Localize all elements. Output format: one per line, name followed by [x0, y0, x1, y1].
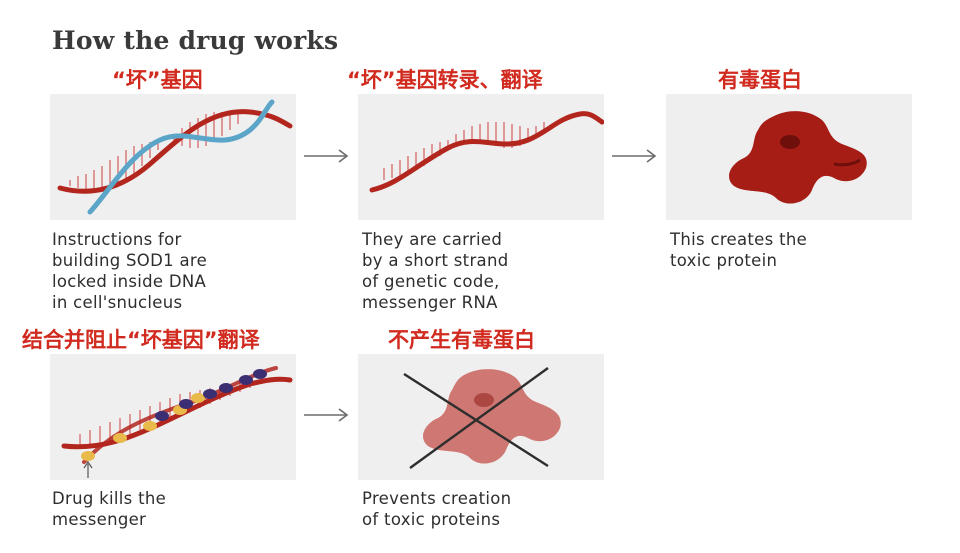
desc-line: of genetic code,	[362, 272, 500, 291]
panel-protein	[666, 94, 912, 220]
label-drug-binds: 结合并阻止“坏基因”翻译	[22, 328, 260, 352]
dna-helix-illustration	[57, 99, 293, 215]
drug-molecules	[81, 369, 267, 461]
label-bad-gene: “坏”基因	[112, 68, 203, 92]
arrow-right-icon	[612, 149, 657, 163]
label-no-toxic-protein: 不产生有毒蛋白	[388, 328, 535, 352]
desc-line: building SOD1 are	[52, 251, 208, 270]
panel-mrna	[358, 94, 604, 220]
desc-line: Prevents creation	[362, 489, 512, 508]
desc-step3: This creates the toxic protein	[670, 229, 807, 271]
toxic-protein-illustration	[729, 111, 867, 204]
desc-line: messenger	[52, 510, 147, 529]
desc-drug: Drug kills the messenger	[52, 488, 166, 530]
crossed-protein-illustration	[403, 367, 561, 469]
mrna-strand-illustration	[369, 111, 604, 193]
desc-line: They are carried	[362, 230, 503, 249]
desc-line: locked inside DNA	[52, 272, 207, 291]
desc-line: This creates the	[670, 230, 808, 249]
arrow-right-icon	[304, 149, 349, 163]
desc-step1: Instructions for building SOD1 are locke…	[52, 229, 207, 313]
desc-line: Drug kills the	[52, 489, 167, 508]
arrow-right-icon	[304, 408, 349, 422]
desc-line: in cell'snucleus	[52, 293, 183, 312]
desc-line: Instructions for	[52, 230, 182, 249]
desc-line: by a short strand	[362, 251, 509, 270]
desc-step2: They are carried by a short strand of ge…	[362, 229, 508, 313]
drug-binding-illustration	[61, 366, 293, 478]
panel-dna	[50, 94, 296, 220]
desc-line: messenger RNA	[362, 293, 498, 312]
desc-line: of toxic proteins	[362, 510, 501, 529]
page-title: How the drug works	[52, 26, 339, 55]
label-toxic-protein: 有毒蛋白	[718, 68, 802, 92]
label-transcription: “坏”基因转录、翻译	[347, 68, 543, 92]
desc-prevent: Prevents creation of toxic proteins	[362, 488, 511, 530]
desc-line: toxic protein	[670, 251, 778, 270]
cross-line	[409, 367, 549, 469]
panel-drug-binding	[50, 354, 296, 480]
panel-no-protein	[358, 354, 604, 480]
